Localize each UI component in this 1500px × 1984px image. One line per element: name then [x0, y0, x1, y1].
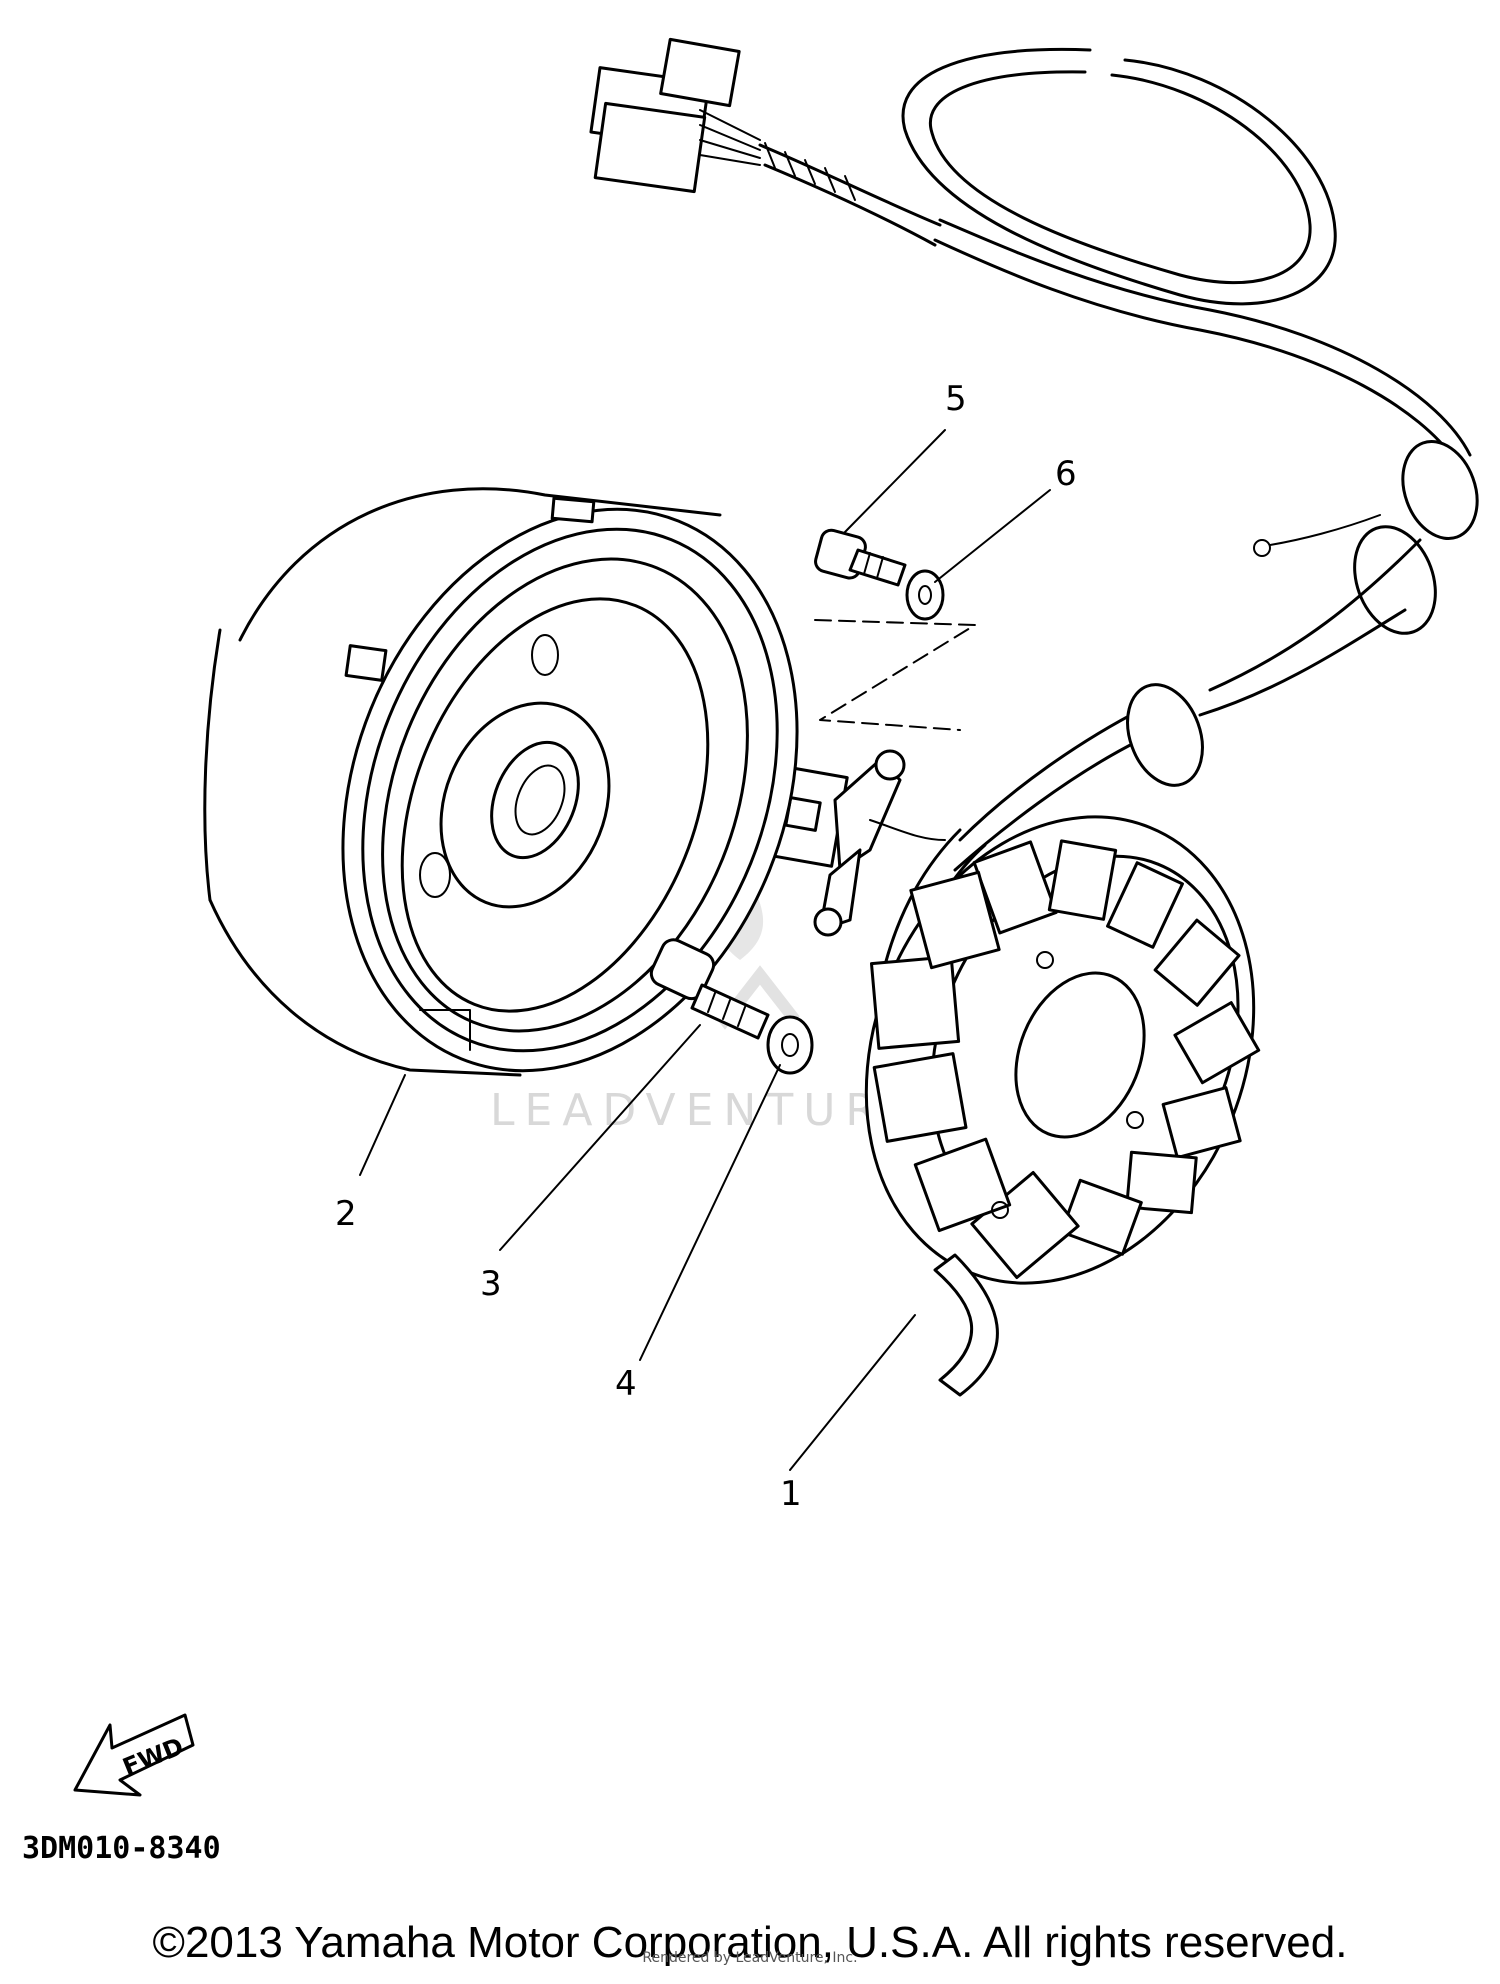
- watermark-text: LEADVENTURE: [490, 1085, 924, 1136]
- pickup-washer: [905, 569, 945, 621]
- pickup-bolt: [814, 528, 907, 587]
- copyright-text: ©2013 Yamaha Motor Corporation, U.S.A. A…: [152, 1918, 1348, 1967]
- stator: [864, 815, 1261, 1397]
- fwd-arrow-icon: FWD: [73, 1713, 195, 1797]
- callout-1: 1: [780, 1474, 802, 1514]
- rotor: [203, 487, 799, 1077]
- rotor-washer: [766, 1015, 814, 1075]
- rotor-bolt: [649, 938, 770, 1040]
- callout-4: 4: [615, 1364, 637, 1404]
- callout-3: 3: [480, 1264, 502, 1304]
- callout-6: 6: [1055, 454, 1077, 494]
- callout-5: 5: [945, 379, 967, 419]
- leader-lines: [359, 429, 1051, 1471]
- callout-2: 2: [335, 1194, 357, 1234]
- rendered-by-text: Rendered by LeadVenture, Inc.: [642, 1950, 858, 1966]
- wiring-harness: [589, 37, 1479, 992]
- diagram-code: 3DM010-8340: [22, 1831, 221, 1866]
